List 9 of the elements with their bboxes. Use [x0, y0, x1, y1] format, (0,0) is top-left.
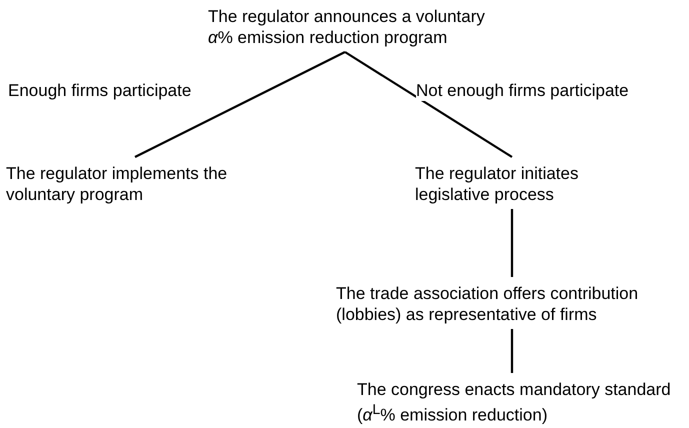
- connector-line: [510, 209, 514, 277]
- connector-line: [510, 329, 514, 373]
- step-text: The congress enacts mandatory standard (α$^{L}$% emission reduction): [357, 379, 687, 426]
- step-text: The regulator announces a voluntary α% emission reduction program: [208, 6, 498, 48]
- connector-line: [344, 51, 513, 158]
- step-text: The regulator initiates legislative process: [415, 163, 635, 205]
- connector-line: [134, 51, 346, 158]
- step-text: The regulator implements the voluntary program: [6, 163, 236, 205]
- step-text: The trade association offers contribution (lobbies) as representative of firms: [336, 283, 686, 325]
